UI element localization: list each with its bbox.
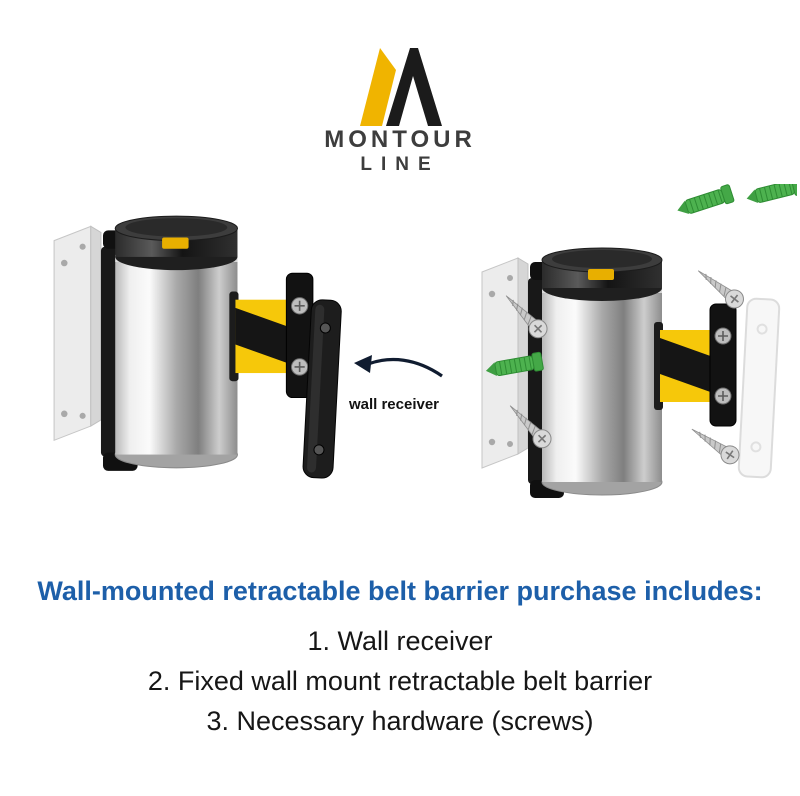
purchase-includes-section: Wall-mounted retractable belt barrier pu… (0, 576, 800, 741)
list-item: 3. Necessary hardware (screws) (206, 706, 594, 736)
brand-subname: LINE (360, 154, 440, 175)
belt-barrier-right (481, 184, 797, 499)
belt-barrier-left (53, 215, 314, 472)
wall-anchor-icon (674, 184, 735, 220)
wall-receiver-strip (302, 299, 342, 479)
brand-name: MONTOUR (324, 126, 476, 153)
montourline-logo-icon (360, 48, 442, 126)
list-item: 2. Fixed wall mount retractable belt bar… (147, 666, 653, 696)
screw-icon (686, 420, 744, 469)
arrow-icon (354, 355, 443, 378)
list-item: 1. Wall receiver (307, 626, 493, 656)
section-heading: Wall-mounted retractable belt barrier pu… (37, 576, 763, 606)
wall-anchor-icon (743, 184, 797, 208)
wall-receiver-outline (737, 297, 781, 479)
wall-receiver-label: wall receiver (348, 396, 440, 413)
